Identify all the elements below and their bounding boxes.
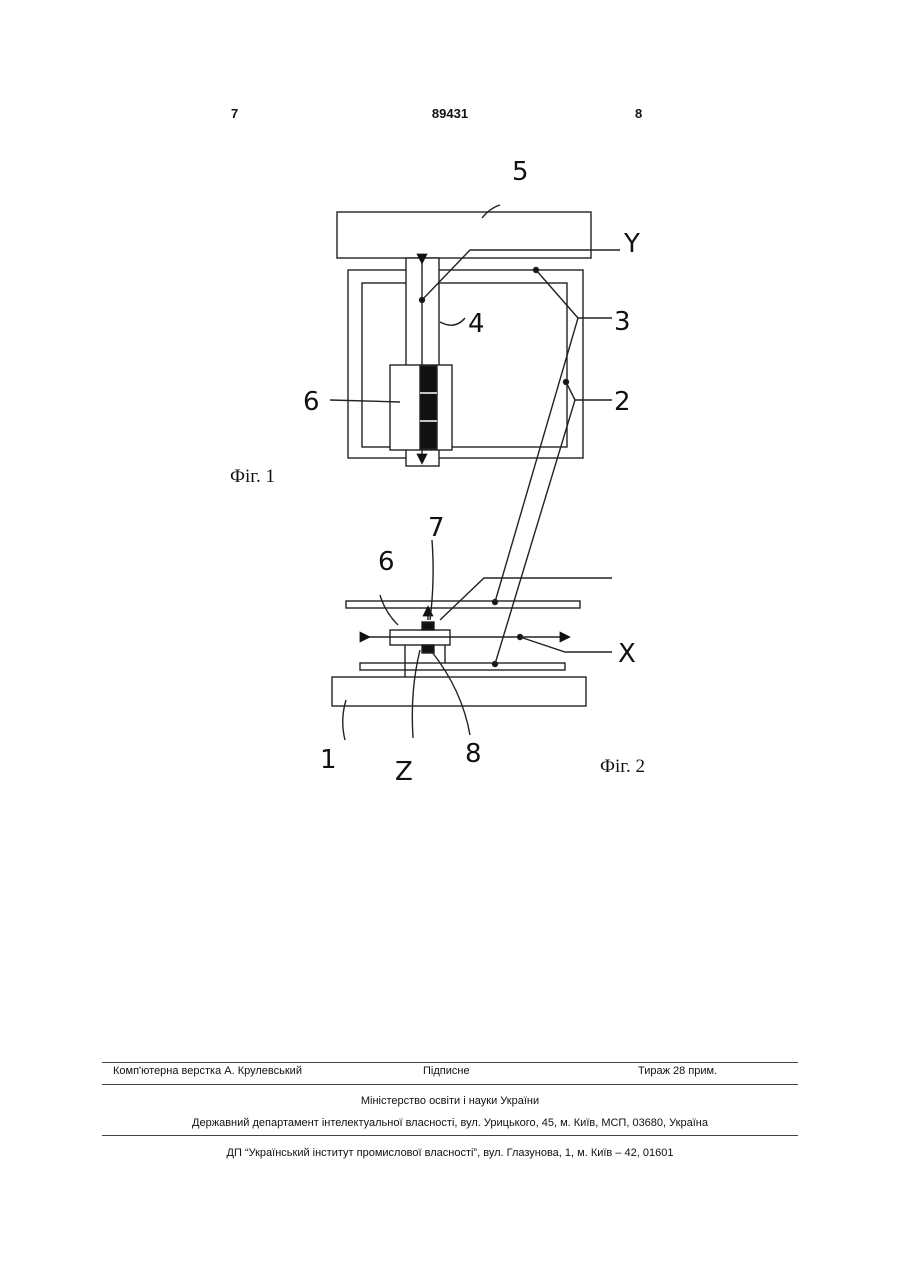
fig2-base bbox=[332, 677, 586, 706]
footer-circulation: Тираж 28 прим. bbox=[638, 1065, 717, 1077]
label-6-fig2: 6 bbox=[378, 547, 395, 577]
footer-signed: Підписне bbox=[423, 1065, 470, 1077]
label-5: 5 bbox=[512, 157, 529, 187]
label-x: X bbox=[618, 639, 636, 669]
fig1-top-block bbox=[337, 212, 591, 258]
label-2: 2 bbox=[614, 387, 631, 417]
label-3: 3 bbox=[614, 307, 631, 337]
fig2-lower-plate bbox=[360, 663, 565, 670]
footer-department: Державний департамент інтелектуальної вл… bbox=[0, 1117, 900, 1129]
footer-institute: ДП “Український інститут промислової вла… bbox=[0, 1147, 900, 1159]
label-z: Z bbox=[395, 757, 413, 787]
patent-drawing: 5 Y 4 3 6 2 Фіг. 1 7 6 X 1 Z 8 Фіг. 2 bbox=[0, 0, 900, 800]
footer-rule-top bbox=[102, 1062, 798, 1063]
fig2-caption: Фіг. 2 bbox=[600, 756, 645, 777]
fig1-caption: Фіг. 1 bbox=[230, 466, 275, 487]
footer-rule-bottom bbox=[102, 1135, 798, 1136]
label-7: 7 bbox=[428, 513, 445, 543]
footer-rule-middle bbox=[102, 1084, 798, 1085]
label-4: 4 bbox=[468, 309, 485, 339]
footer-ministry: Міністерство освіти і науки України bbox=[0, 1095, 900, 1107]
label-y: Y bbox=[623, 229, 640, 259]
fig1-outer-frame bbox=[348, 270, 583, 458]
label-8: 8 bbox=[465, 739, 482, 769]
footer-layout: Комп'ютерна верстка А. Крулевський bbox=[113, 1065, 302, 1077]
fig2-upper-plate bbox=[346, 601, 580, 608]
label-1: 1 bbox=[320, 745, 337, 775]
label-6-fig1: 6 bbox=[303, 387, 320, 417]
fig1-magnet bbox=[420, 366, 437, 449]
